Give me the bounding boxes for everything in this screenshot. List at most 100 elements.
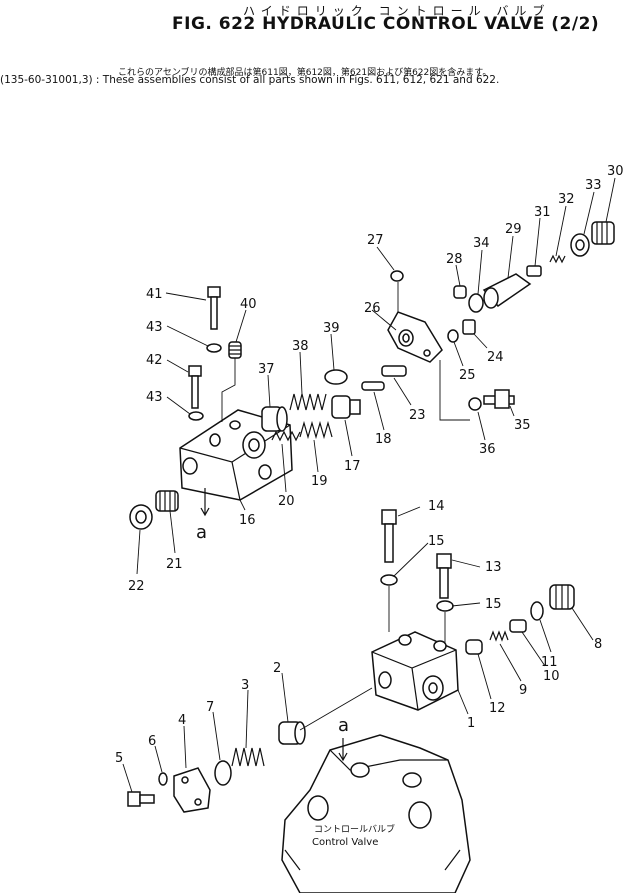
part-32-spring [549, 254, 566, 264]
callout-8: 8 [594, 637, 602, 652]
part-21-plug [155, 490, 179, 512]
callout-36: 36 [479, 442, 496, 457]
callout-27: 27 [367, 233, 384, 248]
callout-24: 24 [487, 350, 504, 365]
base-caption-japanese: コントロールバルブ [314, 823, 395, 835]
part-11-o-ring [530, 601, 544, 621]
callout-39: 39 [323, 321, 340, 336]
callout-40: 40 [240, 297, 257, 312]
callout-15-lower: 15 [485, 597, 502, 612]
callout-labels: 41 43 42 43 40 37 38 39 27 26 28 34 29 3… [115, 164, 624, 766]
part-5-bolt [127, 791, 155, 807]
callout-26: 26 [364, 301, 381, 316]
part-39-o-ring [324, 369, 348, 385]
callout-30: 30 [607, 164, 624, 179]
view-marker-upper: a [196, 522, 207, 543]
part-15-washer-lower [436, 600, 454, 612]
callout-15-upper: 15 [428, 534, 445, 549]
assembly-note: (135-60-31001,3) : These assemblies cons… [0, 74, 500, 86]
part-29-valve [482, 273, 532, 309]
callout-18: 18 [375, 432, 392, 447]
callout-22: 22 [128, 579, 145, 594]
part-19-spring [299, 420, 333, 440]
callout-5: 5 [115, 751, 123, 766]
part-16-valve-body [179, 409, 293, 501]
part-17-piston [331, 395, 361, 419]
callout-21: 21 [166, 557, 183, 572]
part-33-nut [570, 233, 590, 257]
part-37-sleeve [261, 406, 288, 432]
callout-3: 3 [241, 678, 249, 693]
callout-43-upper: 43 [146, 320, 163, 335]
part-40-plug [228, 341, 242, 359]
part-25-o-ring [447, 329, 459, 343]
part-30-plug [591, 221, 615, 245]
callout-7: 7 [206, 700, 214, 715]
callout-6: 6 [148, 734, 156, 749]
figure-title-japanese: ハイドロリック コントロール バルブ [243, 4, 551, 18]
part-31-plug [526, 265, 542, 277]
callout-25: 25 [459, 368, 476, 383]
base-caption: Control Valve [312, 837, 378, 848]
assembly-note-japanese: これらのアセンブリの構成部品は第611図，第612図，第621図および第622図… [118, 68, 492, 78]
figure-title: FIG. 622 HYDRAULIC CONTROL VALVE (2/2) [172, 14, 600, 34]
callout-12: 12 [489, 701, 506, 716]
leader-lines [122, 177, 616, 793]
callout-42: 42 [146, 353, 163, 368]
part-12-plug [465, 639, 483, 655]
part-42-bolt [188, 365, 202, 409]
part-13-bolt [436, 553, 452, 599]
part-2-sleeve [278, 721, 306, 745]
callout-37: 37 [258, 362, 275, 377]
part-35-bolt [483, 389, 515, 409]
callout-28: 28 [446, 252, 463, 267]
part-20-spring [271, 430, 301, 442]
callout-35: 35 [514, 418, 531, 433]
callout-9: 9 [519, 683, 527, 698]
part-8-plug [549, 584, 575, 610]
part-22-nut [129, 504, 153, 530]
callout-13: 13 [485, 560, 502, 575]
callout-43-lower: 43 [146, 390, 163, 405]
base-control-valve-housing [281, 734, 471, 893]
view-marker-lower: a [338, 715, 349, 736]
callout-10: 10 [543, 669, 560, 684]
callout-17: 17 [344, 459, 361, 474]
part-34-o-ring [468, 293, 484, 313]
part-10-poppet [509, 619, 527, 633]
part-14-bolt [381, 509, 397, 563]
part-1-valve-body [371, 631, 459, 711]
callout-41: 41 [146, 287, 163, 302]
callout-16: 16 [239, 513, 256, 528]
callout-2: 2 [273, 661, 281, 676]
part-4-cover [173, 767, 211, 813]
part-43-washer-lower [188, 411, 204, 421]
part-9-spring [489, 630, 509, 642]
callout-1: 1 [467, 716, 475, 731]
callout-23: 23 [409, 408, 426, 423]
callout-34: 34 [473, 236, 490, 251]
callout-4: 4 [178, 713, 186, 728]
part-26-cover [387, 311, 443, 363]
callout-20: 20 [278, 494, 295, 509]
callout-31: 31 [534, 205, 551, 220]
part-28-plug [453, 285, 467, 299]
part-7-o-ring [214, 760, 232, 786]
part-3-spring [231, 747, 265, 767]
part-23-stem [381, 365, 407, 377]
callout-11: 11 [541, 655, 558, 670]
callout-29: 29 [505, 222, 522, 237]
part-27-o-ring [390, 270, 404, 282]
part-24-plug [462, 319, 476, 335]
callout-19: 19 [311, 474, 328, 489]
part-41-bolt [207, 286, 221, 330]
callout-33: 33 [585, 178, 602, 193]
part-38-spring [289, 393, 327, 411]
callout-38: 38 [292, 339, 309, 354]
part-18-stem [361, 381, 385, 391]
part-6-washer [158, 772, 168, 786]
part-36-washer [468, 397, 482, 411]
callout-32: 32 [558, 192, 575, 207]
part-15-washer-upper [380, 574, 398, 586]
